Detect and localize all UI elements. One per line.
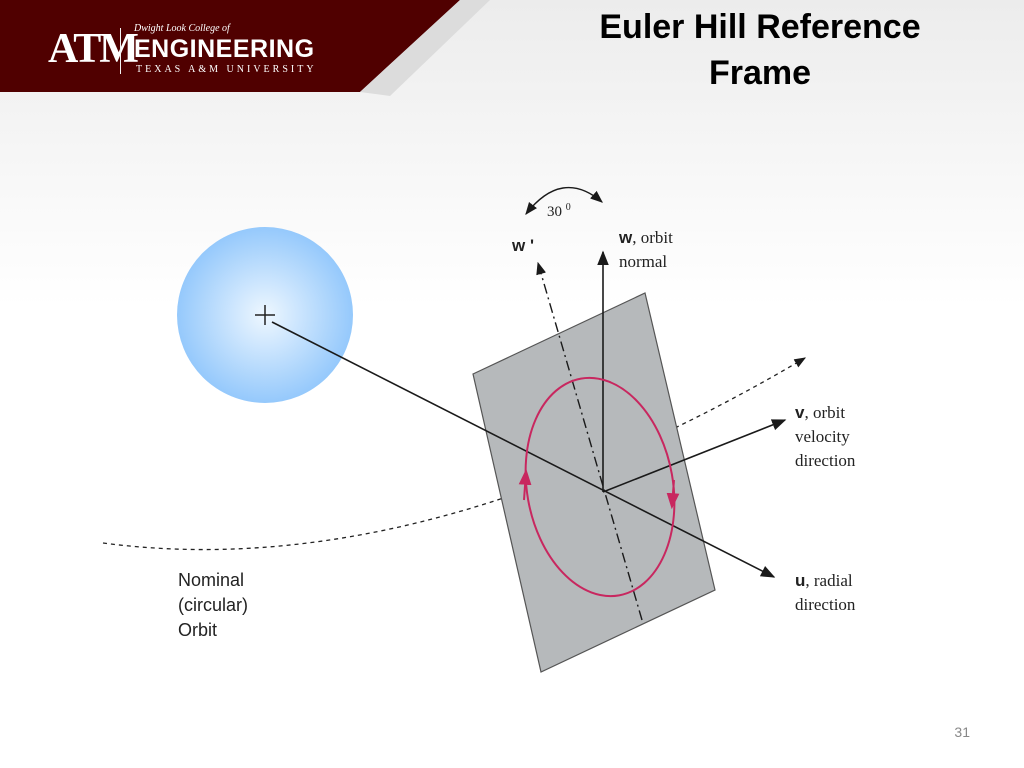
logo-divider	[120, 28, 121, 74]
u-axis-label: u, radial direction	[795, 571, 856, 614]
header-band	[0, 0, 490, 96]
orbit-ellipse	[524, 376, 676, 598]
v-axis-label: v, orbit velocity direction	[795, 403, 856, 470]
u-radial-axis	[271, 321, 776, 578]
page-number: 31	[954, 724, 970, 740]
logo-engineering-text: ENGINEERING	[134, 35, 315, 63]
angle-label: 30 0	[547, 202, 571, 220]
slide-title-line-2: Frame	[708, 54, 812, 92]
w-prime-label: w '	[512, 236, 534, 255]
nominal-orbit-label: Nominal (circular) Orbit	[178, 568, 248, 643]
slide-title: Euler Hill Reference Frame	[520, 4, 1000, 96]
orbit-label-line-2: (circular)	[178, 595, 248, 615]
v-velocity-axis	[602, 419, 787, 493]
rotation-angle-arc	[525, 186, 603, 215]
orbital-plane	[472, 292, 716, 673]
logo-college-text: Dwight Look College of	[134, 23, 230, 34]
orbit-label-line-3: Orbit	[178, 620, 218, 640]
w-axis-label: w, orbit normal	[619, 228, 673, 271]
earth-center-cross	[255, 305, 275, 325]
orbit-direction-arrow-right	[666, 479, 680, 510]
orbit-label-line-1: Nominal	[178, 570, 245, 590]
tamu-engineering-logo: ATM Dwight Look College of ENGINEERING T…	[48, 22, 338, 78]
slide-title-line-1: Euler Hill Reference	[599, 8, 921, 46]
orbit-direction-arrow-left	[518, 468, 532, 501]
w-prime-axis	[536, 261, 643, 621]
logo-university-text: TEXAS A&M UNIVERSITY	[136, 64, 317, 75]
nominal-orbit-path	[102, 357, 807, 551]
